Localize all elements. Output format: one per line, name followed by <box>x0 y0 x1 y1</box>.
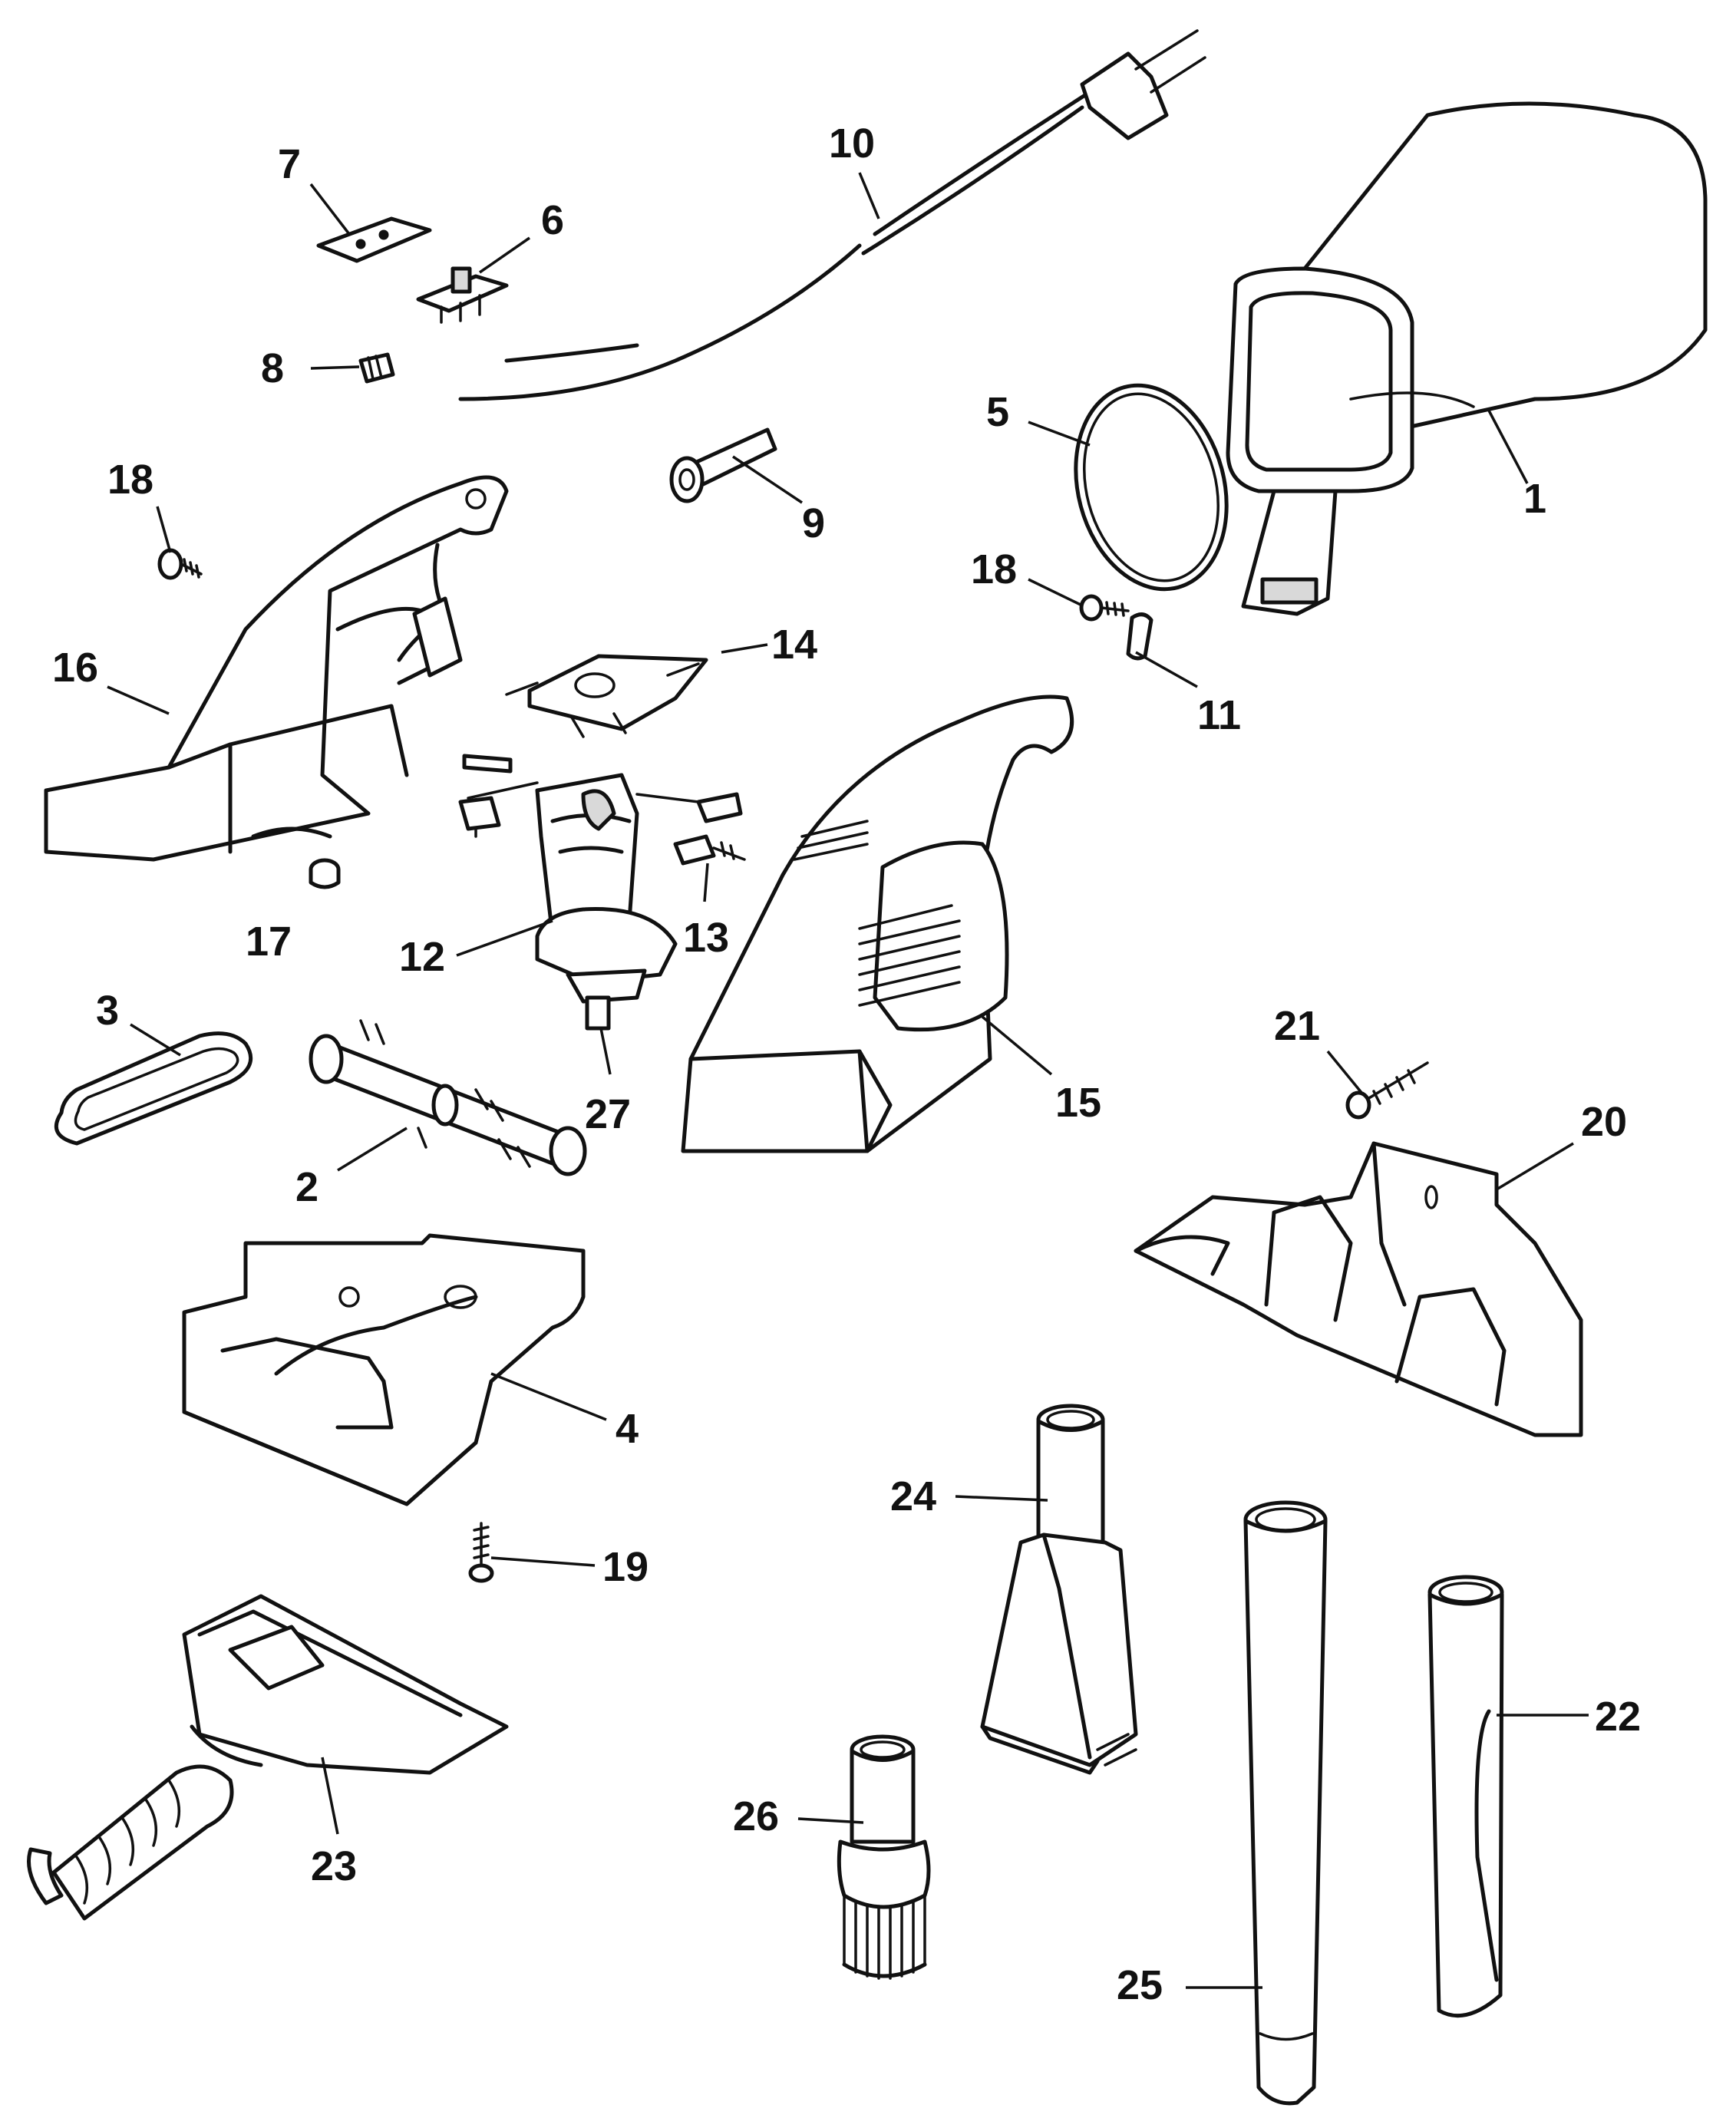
callout-25: 25 <box>1117 1962 1163 2008</box>
part-1-dust-bag <box>1226 101 1708 616</box>
callout-20: 20 <box>1581 1099 1627 1145</box>
callout-5: 5 <box>986 389 1009 435</box>
callout-12: 12 <box>399 934 445 980</box>
callout-17: 17 <box>246 919 292 965</box>
callout-24: 24 <box>890 1473 936 1519</box>
part-17-bushing <box>309 858 341 889</box>
leader-19 <box>490 1556 596 1567</box>
leader-4 <box>490 1372 607 1421</box>
callout-18b: 18 <box>971 546 1017 592</box>
leader-18a <box>156 506 172 553</box>
leader-3 <box>130 1023 181 1057</box>
callout-16: 16 <box>52 645 98 691</box>
leader-12 <box>456 919 553 957</box>
leader-13 <box>703 863 709 902</box>
part-22-crevice-tool <box>1427 1575 1504 2018</box>
callout-11: 11 <box>1197 692 1241 738</box>
leader-16 <box>107 685 170 715</box>
part-24-upholstery-tool <box>980 1404 1138 1775</box>
callout-27: 27 <box>585 1091 631 1137</box>
callout-8: 8 <box>261 345 284 391</box>
callout-14: 14 <box>771 622 817 668</box>
callout-10: 10 <box>829 120 875 167</box>
leader-6 <box>479 236 530 274</box>
leader-1 <box>1487 410 1529 484</box>
callout-3: 3 <box>96 988 119 1034</box>
callout-22: 22 <box>1595 1694 1641 1740</box>
leader-11 <box>1135 651 1198 688</box>
leader-18b <box>1028 578 1081 606</box>
callout-7: 7 <box>278 141 301 187</box>
part-14-motor-bracket <box>505 654 708 738</box>
part-15-housing-right <box>681 694 1074 1153</box>
leader-2 <box>337 1127 408 1172</box>
callout-15: 15 <box>1055 1080 1101 1126</box>
part-19-screw <box>468 1522 494 1583</box>
callout-6: 6 <box>541 197 564 243</box>
callout-19: 19 <box>602 1544 649 1590</box>
callout-2: 2 <box>295 1164 318 1210</box>
brush-holder-left <box>458 754 743 838</box>
part-23-floor-nozzle <box>27 1594 509 1921</box>
leader-9 <box>732 455 803 504</box>
leader-21 <box>1326 1050 1364 1095</box>
leader-20 <box>1496 1142 1574 1191</box>
part-6-switch <box>416 266 509 324</box>
part-4-base-plate <box>182 1233 586 1506</box>
leader-8 <box>310 365 360 370</box>
part-18-screw-right <box>1079 594 1130 622</box>
part-26-dusting-brush <box>837 1734 931 1980</box>
callout-4: 4 <box>616 1406 639 1452</box>
part-10-power-cord <box>458 29 1206 401</box>
part-11-clip <box>1126 612 1153 661</box>
part-3-belt <box>54 1031 253 1146</box>
leader-15 <box>981 1015 1053 1076</box>
part-20-wall-mount <box>1134 1141 1583 1437</box>
callout-9: 9 <box>802 500 825 546</box>
leader-26 <box>797 1817 864 1824</box>
callout-18a: 18 <box>107 457 153 503</box>
leader-23 <box>321 1757 339 1835</box>
part-25-extension-wand <box>1243 1500 1328 2106</box>
part-5-ring-gasket <box>1074 383 1229 592</box>
callout-1: 1 <box>1523 476 1546 522</box>
part-12-motor <box>535 773 678 1031</box>
part-16-housing-left <box>44 475 509 862</box>
callout-23: 23 <box>311 1843 357 1889</box>
part-8-wire-nut <box>358 352 395 384</box>
callout-21: 21 <box>1274 1003 1320 1049</box>
leader-14 <box>721 643 768 654</box>
part-13-carbon-brush <box>673 834 746 866</box>
part-2-brush-roll <box>309 1019 587 1176</box>
callout-13: 13 <box>683 915 729 961</box>
leader-27 <box>599 1028 612 1075</box>
leader-10 <box>858 172 880 219</box>
leader-24 <box>955 1495 1048 1502</box>
part-18-screw-upper <box>157 548 203 580</box>
part-9-tube <box>669 427 777 503</box>
leader-7 <box>309 183 351 236</box>
leader-5 <box>1028 421 1091 447</box>
callout-26: 26 <box>733 1793 779 1839</box>
part-7-switch-plate <box>316 216 432 263</box>
part-21-screw <box>1345 1061 1429 1120</box>
